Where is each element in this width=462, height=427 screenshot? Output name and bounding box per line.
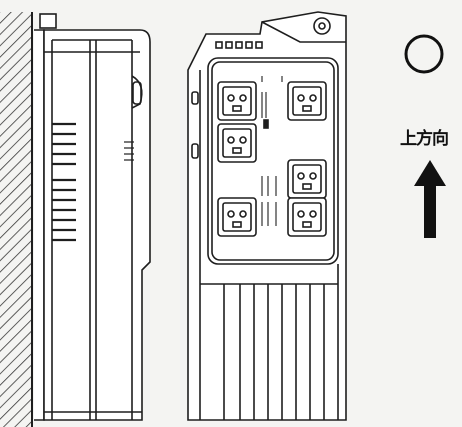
battery-grille [200,264,339,420]
outlet-4 [287,159,327,199]
ok-circle-mark [404,34,444,74]
outlet-1 [217,81,257,121]
up-arrow-icon [414,160,446,238]
outlet-2 [287,81,327,121]
vent-slots [52,122,76,242]
unit-side-view [34,13,151,421]
outlet-group [217,81,327,237]
outlet-5 [217,197,257,237]
indicator-leds [215,41,263,49]
outlet-3 [217,123,257,163]
unit-front-view [187,11,347,421]
outlet-6 [287,197,327,237]
orientation-label: 上方向 [400,129,449,149]
wall [0,12,33,427]
